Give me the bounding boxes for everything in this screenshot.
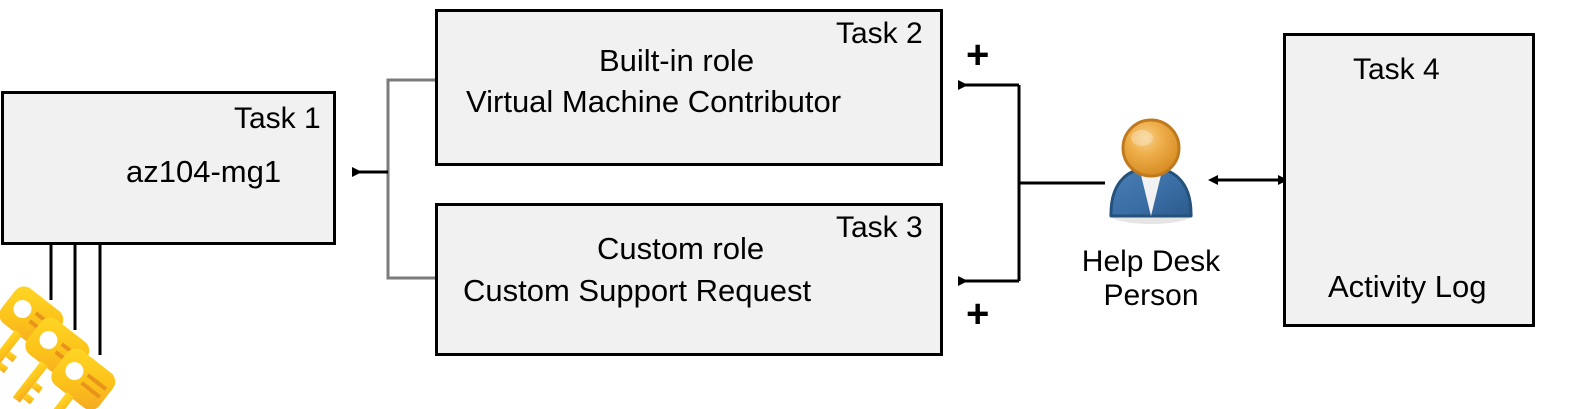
task4-label: Activity Log xyxy=(1328,269,1487,304)
task4-box[interactable] xyxy=(1283,33,1535,327)
key-icon xyxy=(38,348,116,409)
person-caption-line1: Help Desk xyxy=(1081,245,1221,278)
key-icon xyxy=(12,317,90,405)
task2-tag: Task 2 xyxy=(836,17,923,50)
task4-tag: Task 4 xyxy=(1353,53,1440,86)
task1-box[interactable] xyxy=(1,91,336,245)
task3-line2: Custom Support Request xyxy=(463,273,812,308)
task3-tag: Task 3 xyxy=(836,211,923,244)
task1-label: az104-mg1 xyxy=(126,154,282,189)
plus-operator-top: + xyxy=(966,33,990,77)
person-caption: Help Desk Person xyxy=(1021,245,1281,312)
user-icon xyxy=(1109,118,1193,224)
connector-roles-to-mg xyxy=(352,78,435,280)
person-caption-line2: Person xyxy=(1103,278,1199,312)
task2-line2: Virtual Machine Contributor xyxy=(466,84,842,119)
task2-line1: Built-in role xyxy=(599,43,755,78)
task2-box[interactable] xyxy=(435,9,943,166)
task1-tag: Task 1 xyxy=(234,102,321,135)
task3-line1: Custom role xyxy=(597,231,765,266)
connector-person-to-roles xyxy=(958,80,1105,286)
plus-operator-bottom: + xyxy=(966,292,990,336)
key-icon-group xyxy=(0,286,116,409)
task3-box[interactable] xyxy=(435,203,943,356)
